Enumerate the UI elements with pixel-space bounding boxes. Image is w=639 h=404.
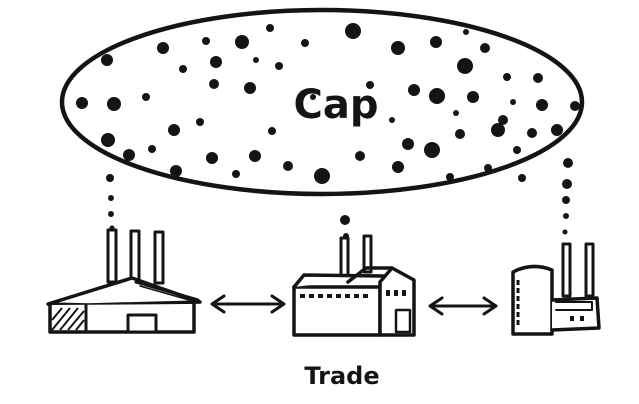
- emission-dot: [408, 84, 420, 96]
- chimney: [584, 242, 595, 298]
- drip-dot: [340, 215, 350, 225]
- drip-dot: [106, 174, 114, 182]
- emission-dot: [268, 127, 276, 135]
- drip-dot: [562, 229, 568, 235]
- emission-dot: [235, 35, 249, 49]
- emission-dot: [355, 151, 365, 161]
- emission-dot: [402, 138, 414, 150]
- emission-dot: [196, 118, 204, 126]
- emission-dot: [491, 123, 505, 137]
- emission-dot: [157, 42, 169, 54]
- emission-dot: [389, 117, 395, 123]
- emission-dot: [570, 101, 580, 111]
- emission-dot: [142, 93, 150, 101]
- emission-dot: [244, 82, 256, 94]
- emission-dot: [518, 174, 526, 182]
- factory-roof: [46, 276, 202, 307]
- emission-dot: [210, 56, 222, 68]
- emission-dot: [206, 152, 218, 164]
- emission-dot: [232, 170, 240, 178]
- drip-dot: [563, 158, 573, 168]
- emission-dot: [107, 97, 121, 111]
- emission-dot: [527, 128, 537, 138]
- chimney: [362, 234, 373, 274]
- cap-label: Cap: [294, 82, 379, 128]
- emission-dot: [392, 161, 404, 173]
- emission-dot: [391, 41, 405, 55]
- emission-dot: [283, 161, 293, 171]
- double-arrow-icon: [428, 296, 498, 316]
- factory-hatch: [51, 307, 85, 331]
- emission-dot: [536, 99, 548, 111]
- window-row: [300, 294, 368, 298]
- factory-door: [394, 308, 412, 334]
- cap-ellipse: [59, 7, 585, 197]
- cap-cloud: Cap: [59, 7, 585, 197]
- emission-dot: [455, 129, 465, 139]
- chimney: [153, 230, 165, 285]
- drip-dot: [563, 213, 569, 219]
- factory-door: [126, 313, 158, 334]
- emission-dot: [170, 165, 182, 177]
- emission-dot: [301, 39, 309, 47]
- double-arrow-icon: [210, 294, 286, 314]
- emission-dot: [76, 97, 88, 109]
- drip-dot: [108, 211, 114, 217]
- factory-right-icon: [511, 242, 601, 336]
- emission-dot: [179, 65, 187, 73]
- emission-dot: [168, 124, 180, 136]
- emission-dot: [430, 36, 442, 48]
- emission-dot: [314, 168, 330, 184]
- emission-dot: [123, 149, 135, 161]
- emission-dot: [148, 145, 156, 153]
- emission-dot: [424, 142, 440, 158]
- emission-dot: [253, 57, 259, 63]
- factory-body: [48, 302, 196, 334]
- drip-dot: [562, 179, 572, 189]
- emission-dot: [480, 43, 490, 53]
- emission-dot: [510, 99, 516, 105]
- emission-dot: [249, 150, 261, 162]
- emission-dot: [202, 37, 210, 45]
- emission-dot: [453, 110, 459, 116]
- emission-dot: [101, 133, 115, 147]
- emission-dot: [551, 124, 563, 136]
- emission-dot: [345, 23, 361, 39]
- emission-dot: [463, 29, 469, 35]
- emission-dot: [266, 24, 274, 32]
- emission-dots: [76, 23, 580, 184]
- emission-dot: [457, 58, 473, 74]
- chimney: [106, 228, 118, 284]
- emission-dot: [446, 173, 454, 181]
- emission-drips: [106, 158, 573, 239]
- chimney: [129, 229, 141, 283]
- emission-dot: [498, 115, 508, 125]
- emission-dot: [533, 73, 543, 83]
- emission-dot: [209, 79, 219, 89]
- emission-dot: [513, 146, 521, 154]
- emission-dot: [275, 62, 283, 70]
- factory-body: [550, 296, 601, 332]
- drip-dot: [562, 196, 570, 204]
- emission-dot: [467, 91, 479, 103]
- chimney: [339, 236, 350, 280]
- emission-dot: [484, 164, 492, 172]
- drip-dot: [108, 195, 114, 201]
- emission-dot: [429, 88, 445, 104]
- chimney: [561, 242, 572, 298]
- emission-dot: [366, 81, 374, 89]
- trade-label: Trade: [304, 362, 379, 390]
- factory-left-icon: [46, 228, 202, 334]
- emission-dot: [101, 54, 113, 66]
- emission-dot: [503, 73, 511, 81]
- factory-middle-icon: [292, 234, 416, 337]
- emission-dot: [310, 94, 316, 100]
